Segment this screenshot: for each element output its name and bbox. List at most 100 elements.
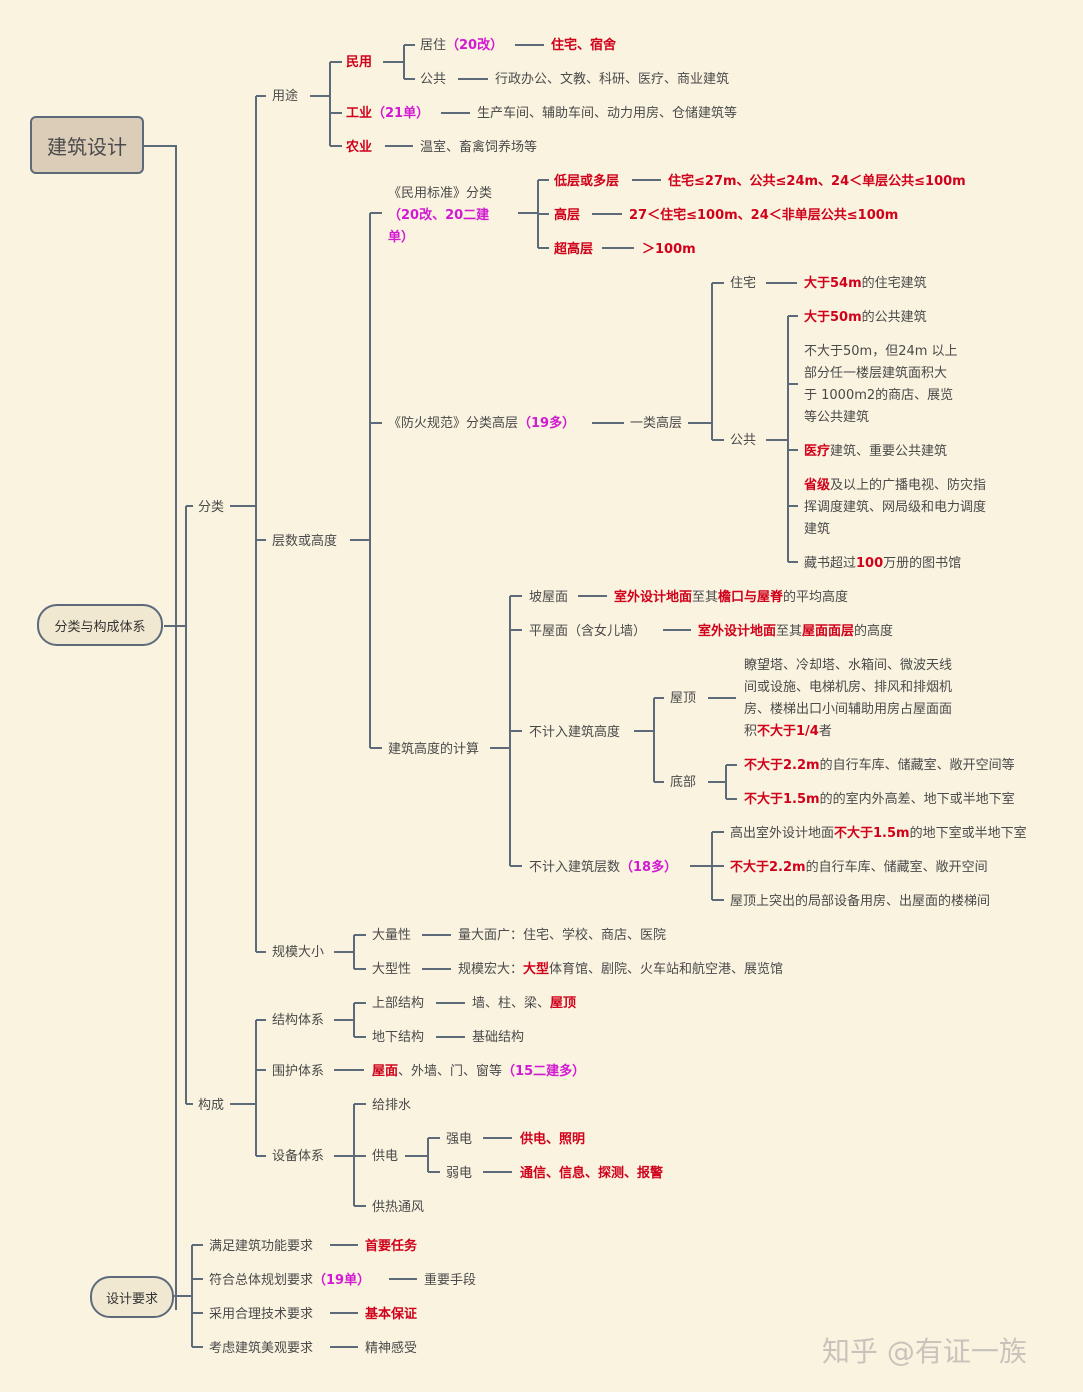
topic-text: 采用合理技术要求	[209, 1307, 314, 1322]
topic-n74[interactable]: 通信、信息、探测、报警	[520, 1165, 663, 1182]
topic-n70[interactable]: 供电	[372, 1148, 398, 1165]
topic-n7[interactable]: 工业（21单）	[346, 105, 429, 122]
topic-n8[interactable]: 生产车间、辅助车间、动力用房、仓储建筑等	[477, 105, 737, 122]
topic-text: 部分任一楼层建筑面积大	[804, 366, 948, 381]
topic-n41[interactable]: 室外设计地面至其屋面面层的高度	[698, 623, 893, 640]
topic-n31[interactable]: 等公共建筑	[804, 409, 869, 426]
topic-n5[interactable]: 公共	[420, 71, 446, 88]
topic-text: 规模宏大：	[458, 962, 524, 977]
topic-n24[interactable]: 住宅	[730, 275, 756, 292]
topic-n38[interactable]: 坡屋面	[529, 589, 568, 606]
topic-n26[interactable]: 公共	[730, 432, 756, 449]
topic-n59[interactable]: 规模宏大：大型体育馆、剧院、火车站和航空港、展览馆	[458, 961, 783, 978]
topic-n11[interactable]: 分类	[198, 499, 224, 516]
topic-n32[interactable]: 医疗建筑、重要公共建筑	[804, 443, 947, 460]
topic-n65[interactable]: 基础结构	[472, 1029, 524, 1046]
topic-text: ＞100m	[642, 242, 696, 257]
topic-n60[interactable]: 构成	[198, 1097, 224, 1114]
topic-n23[interactable]: 一类高层	[630, 415, 682, 432]
topic-n25[interactable]: 大于54m的住宅建筑	[804, 275, 927, 292]
topic-n58[interactable]: 大型性	[372, 961, 411, 978]
topic-text: 一类高层	[630, 416, 683, 431]
topic-text: 至其	[692, 590, 719, 605]
topic-n47[interactable]: 积不大于1/4者	[744, 723, 832, 740]
topic-n35[interactable]: 建筑	[804, 521, 830, 538]
topic-n12[interactable]: 层数或高度	[272, 533, 337, 550]
topic-n34[interactable]: 挥调度建筑、网局级和电力调度	[804, 499, 986, 516]
topic-n78[interactable]: 符合总体规划要求（19单）	[209, 1272, 370, 1289]
topic-n52[interactable]: 高出室外设计地面不大于1.5m的地下室或半地下室	[730, 825, 1027, 842]
topic-n81[interactable]: 基本保证	[365, 1306, 417, 1323]
topic-text: 住宅≤27m、公共≤24m、24＜单层公共≤100m	[668, 174, 966, 189]
topic-n4[interactable]: 住宅、宿舍	[551, 37, 616, 54]
topic-n79[interactable]: 重要手段	[424, 1272, 476, 1289]
topic-n51[interactable]: 不计入建筑层数（18多）	[529, 859, 677, 876]
topic-n66[interactable]: 围护体系	[272, 1063, 324, 1080]
topic-n6[interactable]: 行政办公、文教、科研、医疗、商业建筑	[495, 71, 729, 88]
topic-text: 上部结构	[372, 996, 425, 1011]
topic-n43[interactable]: 屋顶	[670, 690, 696, 707]
topic-n50[interactable]: 不大于1.5m的的室内外高差、地下或半地下室	[744, 791, 1015, 808]
topic-n64[interactable]: 地下结构	[372, 1029, 424, 1046]
topic-text: 屋顶	[670, 691, 697, 706]
topic-n49[interactable]: 不大于2.2m的自行车库、储藏室、敞开空间等	[744, 757, 1015, 774]
topic-n45[interactable]: 间或设施、电梯机房、排风和排烟机	[744, 679, 952, 696]
topic-n22[interactable]: 《防火规范》分类高层（19多）	[388, 415, 575, 432]
topic-n77[interactable]: 首要任务	[365, 1238, 417, 1255]
topic-n68[interactable]: 设备体系	[272, 1148, 324, 1165]
topic-n54[interactable]: 屋顶上突出的局部设备用房、出屋面的楼梯间	[730, 893, 990, 910]
topic-n14[interactable]: （20改、20二建	[388, 207, 489, 224]
topic-n67[interactable]: 屋面、外墙、门、窗等（15二建多）	[372, 1063, 585, 1080]
topic-n61[interactable]: 结构体系	[272, 1012, 324, 1029]
topic-n71[interactable]: 强电	[446, 1131, 472, 1148]
topic-text: 的自行车库、储藏室、敞开空间	[805, 860, 988, 875]
topic-n42[interactable]: 不计入建筑高度	[529, 724, 620, 741]
topic-n73[interactable]: 弱电	[446, 1165, 472, 1182]
topic-n13[interactable]: 《民用标准》分类	[388, 185, 492, 202]
topic-n37[interactable]: 建筑高度的计算	[388, 741, 479, 758]
topic-n82[interactable]: 考虑建筑美观要求	[209, 1340, 313, 1357]
topic-n33[interactable]: 省级及以上的广播电视、防灾指	[804, 477, 986, 494]
topic-n10[interactable]: 温室、畜禽饲养场等	[420, 139, 537, 156]
topic-text: 弱电	[446, 1166, 473, 1181]
topic-text: 平屋面（含女儿墙）	[529, 624, 647, 639]
topic-n72[interactable]: 供电、照明	[520, 1131, 585, 1148]
topic-n36[interactable]: 藏书超过100万册的图书馆	[804, 555, 961, 572]
topic-n15[interactable]: 单）	[388, 229, 414, 246]
topic-n57[interactable]: 量大面广：住宅、学校、商店、医院	[458, 927, 666, 944]
topic-n48[interactable]: 底部	[670, 774, 696, 791]
topic-n27[interactable]: 大于50m的公共建筑	[804, 309, 927, 326]
topic-text: 至其	[776, 624, 803, 639]
topic-n20[interactable]: 超高层	[554, 241, 593, 258]
topic-n75[interactable]: 供热通风	[372, 1199, 424, 1216]
topic-n62[interactable]: 上部结构	[372, 995, 424, 1012]
topic-n53[interactable]: 不大于2.2m的自行车库、储藏室、敞开空间	[730, 859, 988, 876]
topic-n9[interactable]: 农业	[346, 139, 372, 156]
topic-n17[interactable]: 住宅≤27m、公共≤24m、24＜单层公共≤100m	[668, 173, 966, 190]
topic-n16[interactable]: 低层或多层	[554, 173, 619, 190]
topic-n21[interactable]: ＞100m	[642, 241, 696, 258]
topic-n55[interactable]: 规模大小	[272, 944, 324, 961]
topic-n19[interactable]: 27＜住宅≤100m、24＜非单层公共≤100m	[629, 207, 898, 224]
topic-n39[interactable]: 室外设计地面至其檐口与屋脊的平均高度	[614, 589, 848, 606]
topic-n1[interactable]: 用途	[272, 88, 298, 105]
topic-n83[interactable]: 精神感受	[365, 1340, 417, 1357]
topic-n69[interactable]: 给排水	[372, 1097, 411, 1114]
topic-n40[interactable]: 平屋面（含女儿墙）	[529, 623, 646, 640]
topic-n44[interactable]: 瞭望塔、冷却塔、水箱间、微波天线	[744, 657, 952, 674]
topic-n28[interactable]: 不大于50m，但24m 以上	[804, 343, 958, 360]
topic-text: 不大于2.2m	[744, 758, 820, 773]
topic-n46[interactable]: 房、楼梯出口小间辅助用房占屋面面	[744, 701, 952, 718]
topic-n76[interactable]: 满足建筑功能要求	[209, 1238, 313, 1255]
topic-n3[interactable]: 居住（20改）	[420, 37, 503, 54]
topic-n18[interactable]: 高层	[554, 207, 580, 224]
topic-n56[interactable]: 大量性	[372, 927, 411, 944]
topic-n2[interactable]: 民用	[346, 54, 372, 71]
classification-node[interactable]: 分类与构成体系	[37, 604, 163, 646]
topic-n80[interactable]: 采用合理技术要求	[209, 1306, 313, 1323]
design-requirements-node[interactable]: 设计要求	[90, 1276, 174, 1318]
topic-n63[interactable]: 墙、柱、梁、屋顶	[472, 995, 576, 1012]
root-node[interactable]: 建筑设计	[30, 116, 144, 174]
topic-n29[interactable]: 部分任一楼层建筑面积大	[804, 365, 947, 382]
topic-n30[interactable]: 于 1000m2的商店、展览	[804, 387, 953, 404]
